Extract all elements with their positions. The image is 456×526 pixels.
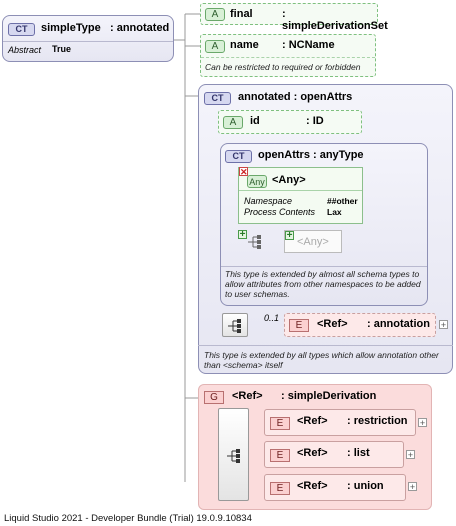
attribute-type: : NCName (282, 39, 335, 51)
choice-compositor[interactable] (218, 408, 249, 501)
group-name: <Ref> (232, 390, 263, 402)
divider (3, 41, 173, 42)
annotated-title: annotated : openAttrs (238, 91, 353, 103)
expand-button[interactable]: + (418, 418, 427, 428)
any-element-wildcard[interactable]: + <Any> (284, 230, 342, 253)
process-contents-label: Process Contents (244, 207, 316, 217)
expand-button[interactable]: + (439, 320, 448, 330)
element-badge: E (270, 417, 290, 430)
namespace-label: Namespace (244, 196, 293, 206)
divider (201, 57, 375, 58)
ct-badge: CT (225, 150, 252, 163)
openattrs-title: openAttrs : anyType (258, 149, 364, 161)
process-contents-value: Lax (327, 207, 342, 217)
element-type: : list (347, 447, 370, 459)
occurrence-label: 0..1 (264, 313, 280, 323)
namespace-value: ##other (327, 196, 358, 206)
ct-badge: CT (8, 23, 35, 36)
root-type-base: : annotated (110, 22, 170, 34)
element-name: <Ref> (297, 480, 328, 492)
attribute-name-box[interactable]: A name : NCName Can be restricted to req… (200, 34, 376, 77)
attribute-name: id (250, 115, 260, 127)
choice-icon (227, 449, 240, 463)
any-label: <Any> (272, 174, 306, 186)
any-badge: Any (247, 175, 267, 188)
sequence-compositor[interactable] (222, 313, 248, 337)
attribute-badge: A (223, 116, 243, 129)
root-complex-type[interactable]: CT simpleType : annotated Abstract True (2, 15, 174, 62)
element-type: : union (347, 480, 384, 492)
openattrs-note: This type is extended by almost all sche… (225, 269, 421, 299)
expand-button[interactable]: + (406, 450, 415, 460)
attribute-type: : ID (306, 115, 324, 127)
element-restriction-ref[interactable]: E <Ref> : restriction (264, 409, 416, 436)
element-annotation-ref[interactable]: E <Ref> : annotation (284, 313, 436, 337)
element-union-ref[interactable]: E <Ref> : union (264, 474, 406, 501)
any-element-label: <Any> (297, 236, 329, 248)
any-wildcard[interactable]: ✕ Any <Any> Namespace ##other Process Co… (238, 167, 363, 224)
ct-badge: CT (204, 92, 231, 105)
attribute-name: final (230, 8, 253, 20)
element-type: : annotation (367, 318, 430, 330)
sequence-icon (228, 319, 241, 333)
divider (198, 345, 453, 346)
element-type: : restriction (347, 415, 408, 427)
expand-button[interactable]: + (408, 482, 417, 492)
root-type-name: simpleType (41, 22, 101, 34)
attribute-type: : simpleDerivationSet (282, 8, 388, 32)
element-badge: E (270, 449, 290, 462)
element-badge: E (289, 319, 309, 332)
attribute-badge: A (205, 8, 225, 21)
attribute-note: Can be restricted to required or forbidd… (205, 62, 361, 72)
group-type: : simpleDerivation (281, 390, 377, 402)
annotated-note: This type is extended by all types which… (204, 350, 439, 370)
close-icon: ✕ (239, 167, 248, 177)
attribute-badge: A (205, 40, 225, 53)
attribute-final[interactable]: A final : simpleDerivationSet (200, 3, 388, 32)
footer-watermark: Liquid Studio 2021 - Developer Bundle (T… (4, 513, 252, 524)
element-list-ref[interactable]: E <Ref> : list (264, 441, 404, 468)
element-name: <Ref> (297, 415, 328, 427)
add-icon: + (238, 229, 247, 240)
sequence-icon (248, 235, 261, 249)
abstract-label: Abstract (8, 45, 42, 55)
element-badge: E (270, 482, 290, 495)
abstract-value: True (52, 44, 72, 54)
divider (239, 190, 362, 191)
element-name: <Ref> (297, 447, 328, 459)
add-icon: + (285, 230, 294, 241)
element-name: <Ref> (317, 318, 348, 330)
attribute-name: name (230, 39, 259, 51)
any-element-compositor[interactable]: + (238, 230, 269, 254)
divider (221, 266, 427, 267)
attribute-id[interactable]: A id : ID (218, 110, 362, 134)
group-badge: G (204, 391, 224, 404)
